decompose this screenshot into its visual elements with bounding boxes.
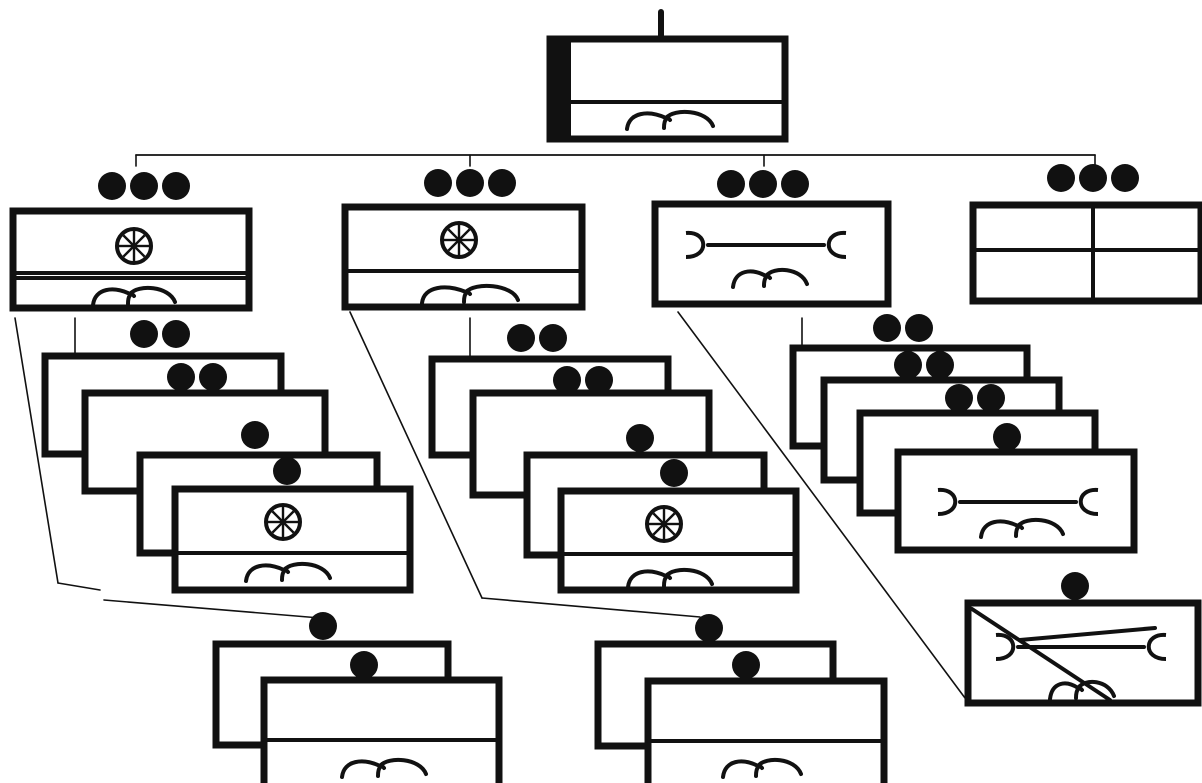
wrench-group-frame — [651, 200, 892, 308]
dot-marker — [749, 170, 777, 198]
wheel-rim — [115, 227, 153, 265]
frame-border — [964, 599, 1202, 707]
dot-marker — [905, 314, 933, 342]
crossed-out-frame — [964, 599, 1202, 707]
signature-squiggle-icon — [625, 109, 715, 131]
dot-marker — [585, 366, 613, 394]
signature-squiggle-icon — [979, 517, 1065, 539]
dot-marker — [945, 384, 973, 412]
overlay-marks — [970, 607, 1157, 702]
dot-marker — [732, 651, 760, 679]
dot-marker — [130, 320, 158, 348]
dot-marker — [717, 170, 745, 198]
stacked-frame-front — [644, 677, 888, 783]
frame-border — [969, 201, 1202, 305]
wheel-hub — [661, 521, 667, 527]
branch-connector — [103, 599, 321, 619]
signature-squiggle-icon — [420, 283, 520, 305]
branch-connector — [349, 311, 483, 599]
root-frame — [546, 35, 789, 143]
frame-border — [644, 677, 888, 783]
dot-marker — [894, 351, 922, 379]
wrench-icon — [685, 230, 847, 259]
dot-marker — [167, 363, 195, 391]
dot-marker — [626, 424, 654, 452]
signature-squiggle-icon — [244, 561, 332, 583]
stacked-frame-front — [557, 487, 800, 594]
root-frame-spine — [547, 36, 571, 142]
dot-marker — [993, 423, 1021, 451]
stacked-frame-front — [260, 676, 503, 783]
wheel-icon — [264, 503, 302, 541]
stacked-frame-front — [894, 448, 1138, 554]
wrench-icon — [995, 632, 1167, 661]
frame-border — [171, 485, 414, 594]
wrench-jaw-left — [937, 487, 958, 516]
signature-squiggle-icon — [340, 757, 428, 779]
wheel-icon — [645, 505, 683, 543]
dot-marker — [199, 363, 227, 391]
dot-marker — [977, 384, 1005, 412]
signature-squiggle-icon — [626, 567, 714, 589]
dot-marker — [695, 614, 723, 642]
dot-marker — [162, 320, 190, 348]
branch-connector — [57, 582, 101, 591]
wheel-rim — [264, 503, 302, 541]
wheel-icon — [440, 221, 478, 259]
dot-marker — [1061, 572, 1089, 600]
dot-marker — [350, 651, 378, 679]
wrench-jaw-left — [995, 632, 1016, 661]
wrench-icon — [937, 487, 1099, 516]
wheel-icon — [115, 227, 153, 265]
wheel-hub — [280, 519, 286, 525]
dot-marker — [926, 351, 954, 379]
wheel-group-frame — [9, 207, 253, 312]
dot-marker — [1047, 164, 1075, 192]
frame-border — [546, 35, 789, 143]
grid-group-frame — [969, 201, 1202, 305]
signature-squiggle-icon — [91, 285, 177, 307]
dot-marker — [98, 172, 126, 200]
wrench-jaw-right — [826, 230, 847, 259]
dot-marker — [162, 172, 190, 200]
branch-connector — [14, 317, 59, 584]
branch-connector — [481, 597, 701, 618]
wrench-jaw-right — [1078, 487, 1099, 516]
frame-border — [557, 487, 800, 594]
dot-marker — [309, 612, 337, 640]
dot-marker — [456, 169, 484, 197]
wheel-hub — [456, 237, 462, 243]
dot-marker — [130, 172, 158, 200]
wheel-hub — [131, 243, 137, 249]
signature-squiggle-icon — [731, 267, 809, 289]
wrench-jaw-right — [1146, 632, 1167, 661]
dot-marker — [660, 459, 688, 487]
dot-marker — [241, 421, 269, 449]
wheel-rim — [440, 221, 478, 259]
dot-marker — [273, 457, 301, 485]
dot-marker — [507, 324, 535, 352]
dot-marker — [1111, 164, 1139, 192]
dot-marker — [781, 170, 809, 198]
dot-marker — [424, 169, 452, 197]
dot-marker — [539, 324, 567, 352]
dot-marker — [873, 314, 901, 342]
connector-lines — [14, 9, 1096, 699]
wrench-jaw-left — [685, 230, 706, 259]
signature-squiggle-icon — [721, 757, 803, 779]
frame-border — [651, 200, 892, 308]
dot-marker — [553, 366, 581, 394]
stacked-frame-front — [171, 485, 414, 594]
wheel-rim — [645, 505, 683, 543]
dot-marker — [488, 169, 516, 197]
branch-connector — [677, 311, 966, 699]
strike-line — [1018, 626, 1157, 642]
signature-squiggle-icon — [1048, 679, 1116, 701]
dot-marker — [1079, 164, 1107, 192]
strike-line — [970, 607, 1112, 702]
frame-blocks — [9, 35, 1202, 783]
wheel-group-2-frame — [341, 203, 586, 311]
